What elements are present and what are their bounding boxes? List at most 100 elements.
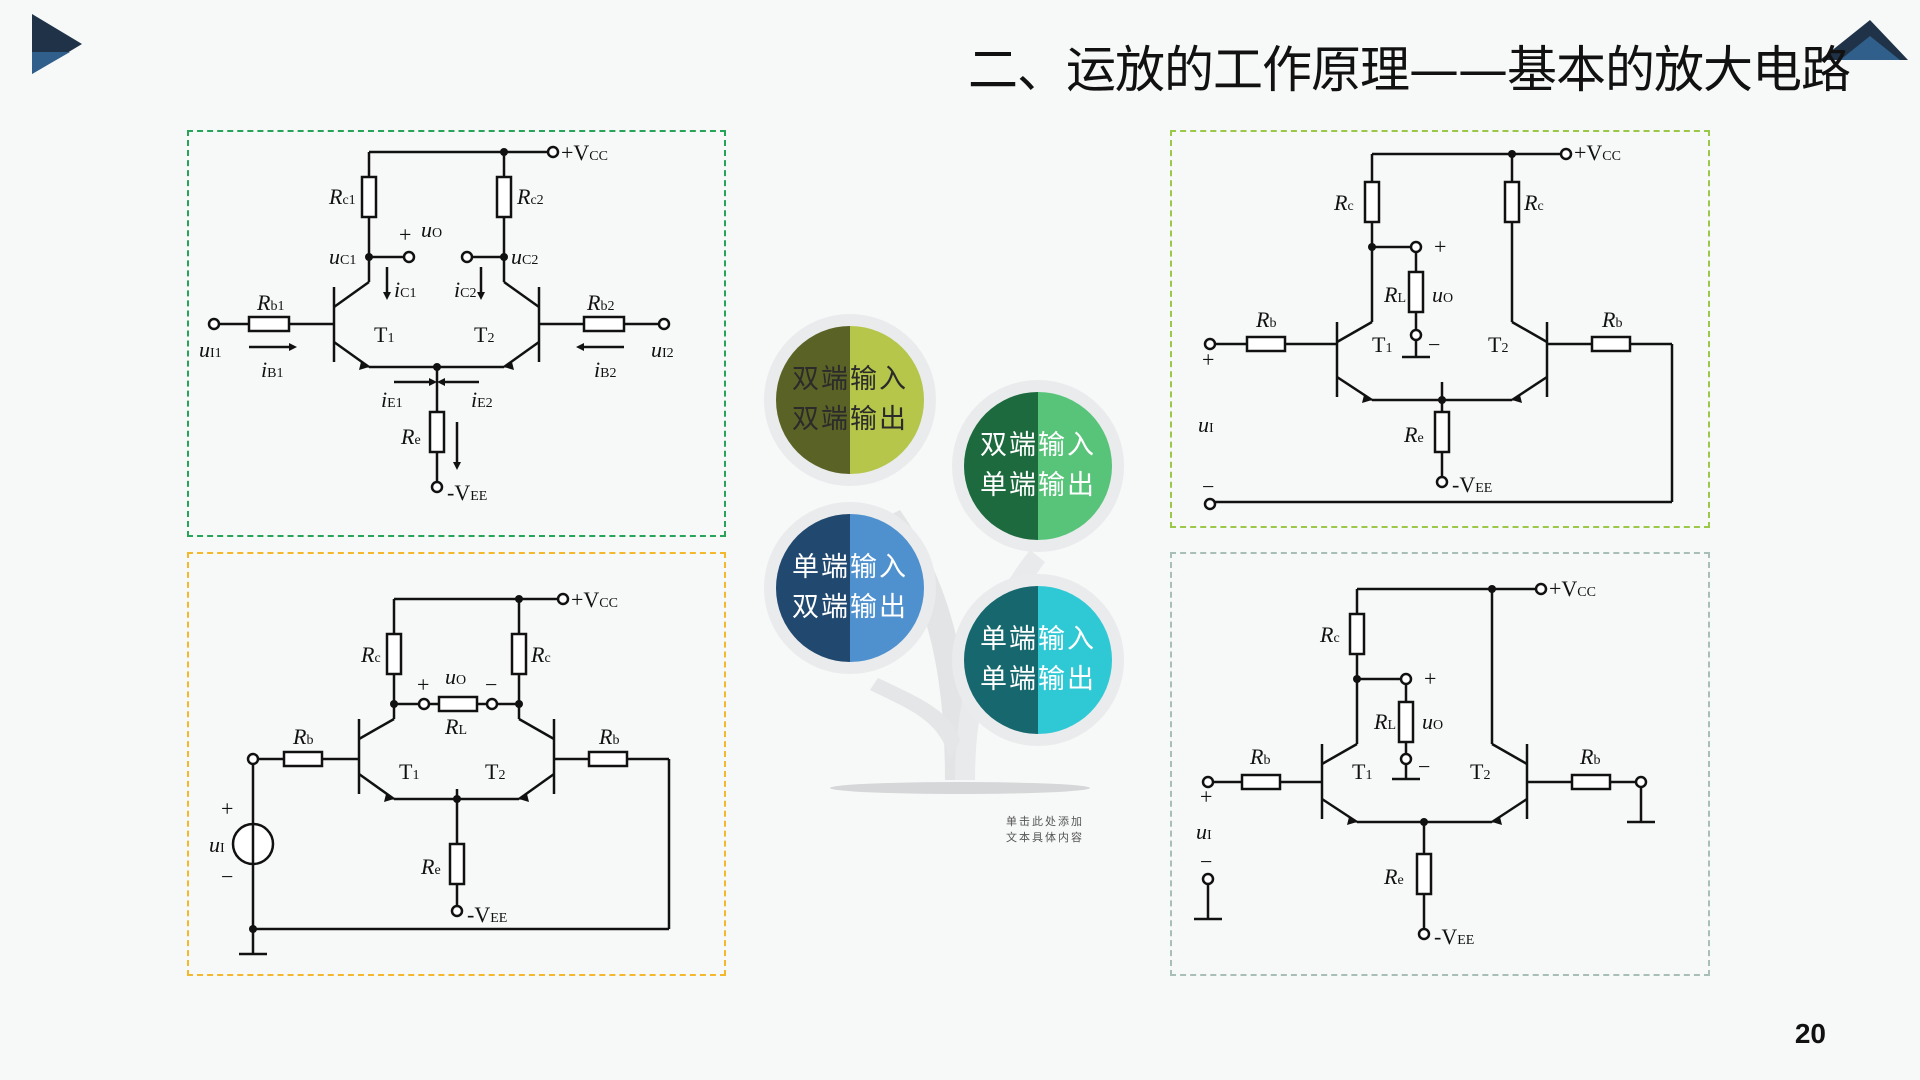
vee-label: -VEE — [1452, 472, 1492, 497]
uo-plus-label: + — [1424, 666, 1436, 691]
bubble-line1: 单端输入 — [792, 552, 908, 583]
vcc-label: +VCC — [1549, 576, 1596, 601]
ui-plus-label: + — [1202, 347, 1214, 372]
ie1-label: iE1 — [381, 387, 403, 412]
ui-plus-label: + — [221, 796, 233, 821]
uo-plus-label: + — [1434, 234, 1446, 259]
ui-label: uI — [1196, 819, 1212, 844]
rb-right-label: Rb — [1601, 307, 1622, 332]
t2-label: T2 — [1488, 332, 1508, 357]
page-number: 20 — [1794, 1018, 1826, 1049]
ui-label: uI — [1198, 412, 1214, 437]
rb1-label: Rb1 — [256, 290, 284, 315]
bubble-line2: 单端输出 — [980, 664, 1096, 695]
vcc-label: +VCC — [561, 140, 608, 165]
t2-label: T2 — [1470, 759, 1490, 784]
rb-right-label: Rb — [598, 724, 619, 749]
re-label: Re — [1403, 422, 1424, 447]
rb2-label: Rb2 — [586, 290, 614, 315]
bubble-dual-in-dual-out: 双端输入双端输出 — [776, 326, 924, 474]
uo-minus-label: − — [1428, 332, 1440, 357]
rc1-label: Rc1 — [328, 184, 356, 209]
caption-line1: 单击此处添加 — [1006, 816, 1084, 828]
rb-left-label: Rb — [292, 724, 313, 749]
uo-minus-label: − — [485, 672, 497, 697]
rb-right-label: Rb — [1579, 744, 1600, 769]
bubble-line2: 双端输出 — [792, 404, 908, 435]
bubble-line2: 单端输出 — [980, 470, 1096, 501]
rc-left-label: Rc — [360, 642, 381, 667]
ib2-label: iB2 — [594, 357, 616, 382]
circuit-diagram: +VCC Rc + RL uO − T1 T2 Rb Rb + uI − Re … — [1194, 576, 1655, 949]
rl-label: RL — [1383, 282, 1406, 307]
vcc-label: +VCC — [571, 587, 618, 612]
uo-label: uO — [1422, 709, 1443, 734]
vee-label: -VEE — [447, 480, 487, 505]
bubble-dual-in-single-out: 双端输入单端输出 — [964, 392, 1112, 540]
ui-minus-label: − — [221, 864, 233, 889]
bubble-line1: 双端输入 — [980, 430, 1096, 461]
circuit-panel-single-in-single-out: +VCC Rc + RL uO − T1 T2 Rb Rb + uI − Re … — [1170, 552, 1710, 976]
bubble-right-half — [850, 514, 924, 662]
rc-right-label: Rc — [1523, 190, 1544, 215]
ie2-label: iE2 — [471, 387, 493, 412]
ui-minus-label: − — [1200, 849, 1212, 874]
placeholder-caption[interactable]: 单击此处添加 文本具体内容 — [990, 814, 1100, 846]
caption-line2: 文本具体内容 — [1006, 832, 1084, 844]
slide-title: 二、运放的工作原理——基本的放大电路 — [968, 41, 1851, 99]
circuit-panel-single-in-dual-out: +VCC Rc Rc + uO − RL T1 T2 Rb Rb + uI − … — [187, 552, 726, 976]
bubble-single-in-single-out: 单端输入单端输出 — [964, 586, 1112, 734]
uc1-label: uC1 — [329, 244, 356, 269]
re-label: Re — [400, 424, 421, 449]
re-label: Re — [420, 854, 441, 879]
bubble-left-half — [964, 586, 1038, 734]
uo-minus-label: − — [1418, 754, 1430, 779]
ui-plus-label: + — [1200, 784, 1212, 809]
ib1-label: iB1 — [261, 357, 283, 382]
t1-label: T1 — [374, 322, 394, 347]
uo-label: uO — [445, 664, 466, 689]
vee-label: -VEE — [1434, 924, 1474, 949]
re-label: Re — [1383, 864, 1404, 889]
circuit-diagram: +VCC Rc Rc + uO − RL T1 T2 Rb Rb + uI − … — [209, 587, 671, 956]
ui-label: uI — [209, 832, 225, 857]
bubble-left-half — [776, 326, 850, 474]
uo-plus-label: + — [417, 672, 429, 697]
corner-mountain-icon — [1820, 20, 1908, 60]
t2-label: T2 — [474, 322, 494, 347]
uo-label: uO — [1432, 282, 1453, 307]
bubble-line1: 单端输入 — [980, 624, 1096, 655]
ui2-label: uI2 — [651, 337, 674, 362]
bubble-single-in-dual-out: 单端输入双端输出 — [776, 514, 924, 662]
t1-label: T1 — [1372, 332, 1392, 357]
circuit-diagram: +VCC Rc1 Rc2 uC1 uC2 + uO iC1 iC2 T1 T2 … — [199, 140, 674, 505]
bubble-line1: 双端输入 — [792, 364, 908, 395]
ui-minus-label: − — [1202, 474, 1214, 499]
bubble-right-half — [1038, 586, 1112, 734]
circuit-panel-dual-in-single-out: +VCC Rc Rc + RL uO − T1 T2 Rb Rb + uI − … — [1170, 130, 1710, 528]
ui1-label: uI1 — [199, 337, 222, 362]
ic1-label: iC1 — [394, 277, 416, 302]
circuit-diagram: +VCC Rc Rc + RL uO − T1 T2 Rb Rb + uI − … — [1198, 140, 1674, 511]
uo-label: uO — [421, 217, 442, 242]
uo-plus-label: + — [399, 222, 411, 247]
rc-right-label: Rc — [530, 642, 551, 667]
uc2-label: uC2 — [511, 244, 538, 269]
rl-label: RL — [1373, 709, 1396, 734]
bubble-right-half — [850, 326, 924, 474]
rc2-label: Rc2 — [516, 184, 544, 209]
rl-label: RL — [444, 714, 467, 739]
t1-label: T1 — [399, 759, 419, 784]
rb-left-label: Rb — [1255, 307, 1276, 332]
bubble-line2: 双端输出 — [792, 592, 908, 623]
rb-left-label: Rb — [1249, 744, 1270, 769]
circuit-panel-dual-in-dual-out: +VCC Rc1 Rc2 uC1 uC2 + uO iC1 iC2 T1 T2 … — [187, 130, 726, 537]
bubble-left-half — [964, 392, 1038, 540]
nav-logo-icon — [32, 14, 82, 74]
vee-label: -VEE — [467, 902, 507, 927]
t1-label: T1 — [1352, 759, 1372, 784]
ic2-label: iC2 — [454, 277, 476, 302]
vcc-label: +VCC — [1574, 140, 1621, 165]
rc-label: Rc — [1319, 622, 1340, 647]
t2-label: T2 — [485, 759, 505, 784]
